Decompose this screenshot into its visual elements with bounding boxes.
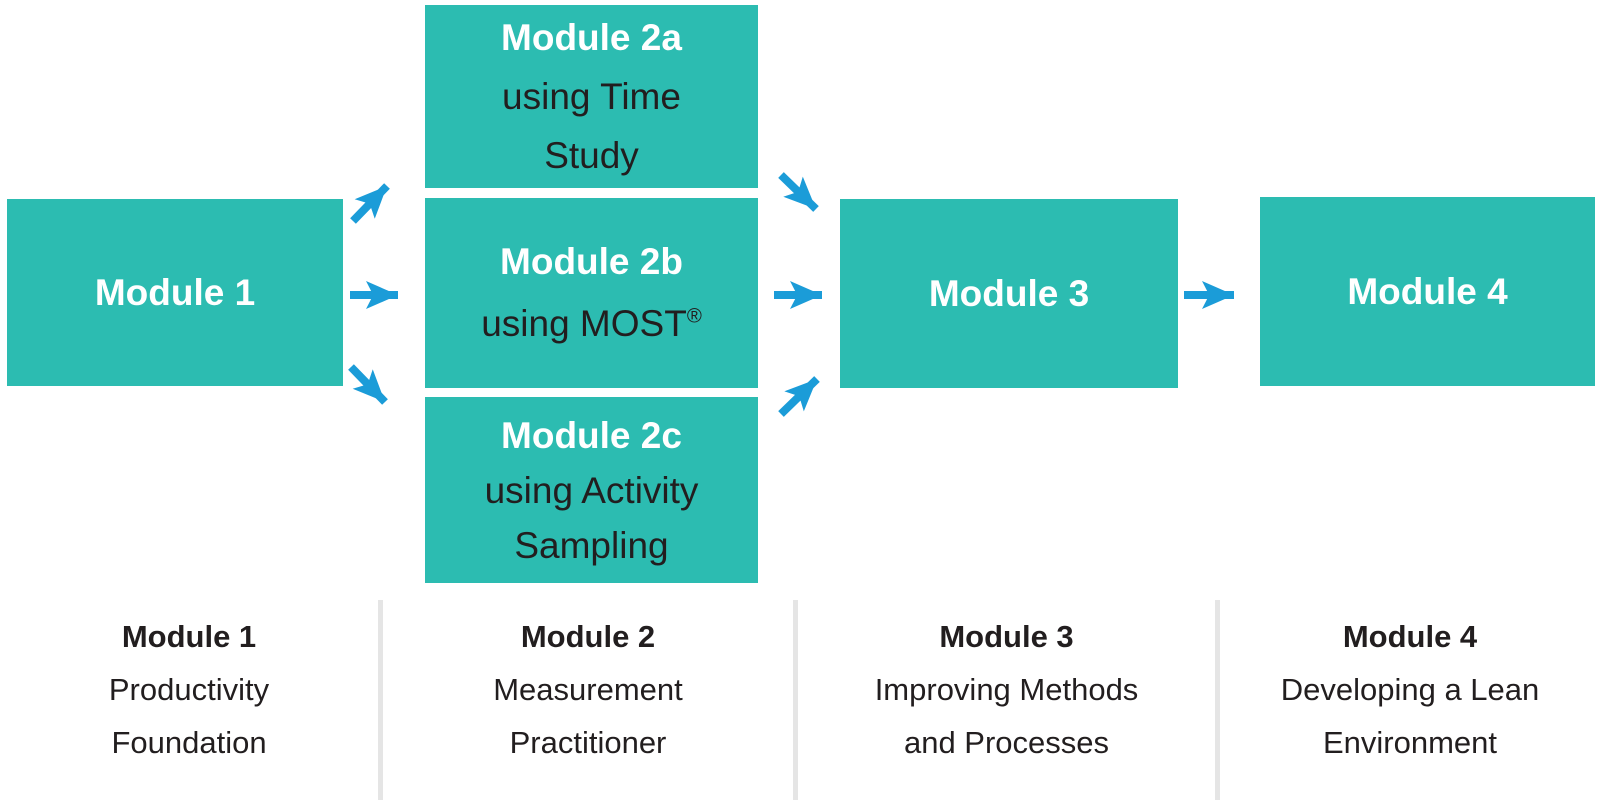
- arrow-module1-to-module2a: [350, 183, 390, 224]
- registered-trademark-symbol: ®: [686, 305, 702, 328]
- module2a-box: Module 2a using Time Study: [425, 5, 758, 188]
- legend-module3-title: Module 3: [939, 619, 1074, 654]
- module4-title: Module 4: [1347, 270, 1508, 312]
- legend-module4-line2: Environment: [1322, 725, 1498, 760]
- module2c-subtitle-line1: using Activity: [484, 469, 699, 511]
- legend-module4-line1: Developing a Lean: [1280, 672, 1540, 707]
- module2b-title: Module 2b: [500, 241, 683, 282]
- module2c-box: Module 2c using Activity Sampling: [425, 397, 758, 583]
- legend-module1: Module 1 Productivity Foundation: [0, 600, 378, 800]
- module1-title: Module 1: [94, 271, 256, 313]
- module2b-subtitle-text: using MOST: [481, 303, 687, 344]
- module3-box: Module 3: [840, 199, 1178, 388]
- legend-module2: Module 2 Measurement Practitioner: [378, 600, 793, 800]
- module2c-subtitle-line2: Sampling: [514, 524, 669, 566]
- legend-module3-line2: and Processes: [903, 725, 1110, 760]
- module2c-title: Module 2c: [501, 414, 682, 456]
- module2a-subtitle-line1: using Time: [502, 76, 681, 117]
- legend-module4-title: Module 4: [1342, 619, 1478, 654]
- legend-module2-line1: Measurement: [493, 672, 683, 707]
- legend-module4: Module 4 Developing a Lean Environment: [1215, 600, 1600, 800]
- module2a-title: Module 2a: [501, 17, 682, 58]
- module1-box: Module 1: [7, 199, 343, 386]
- legend-module3: Module 3 Improving Methods and Processes: [793, 600, 1215, 800]
- legend-module2-line2: Practitioner: [509, 725, 667, 760]
- legend-module2-title: Module 2: [520, 619, 656, 654]
- arrow-module2a-to-module3: [778, 172, 819, 212]
- module2a-subtitle-line2: Study: [544, 135, 639, 176]
- module-descriptions-row: Module 1 Productivity Foundation Module …: [0, 600, 1600, 800]
- legend-module1-title: Module 1: [121, 619, 257, 654]
- module2b-subtitle-line1: using MOST®: [481, 293, 702, 355]
- legend-module3-line1: Improving Methods: [874, 672, 1139, 707]
- module2b-box: Module 2b using MOST®: [425, 198, 758, 388]
- arrow-module2c-to-module3: [778, 376, 820, 417]
- module3-title: Module 3: [928, 272, 1090, 314]
- legend-module1-line1: Productivity: [108, 672, 270, 707]
- module4-box: Module 4: [1260, 197, 1595, 386]
- arrow-module1-to-module2c: [348, 364, 388, 405]
- legend-module1-line2: Foundation: [111, 725, 267, 760]
